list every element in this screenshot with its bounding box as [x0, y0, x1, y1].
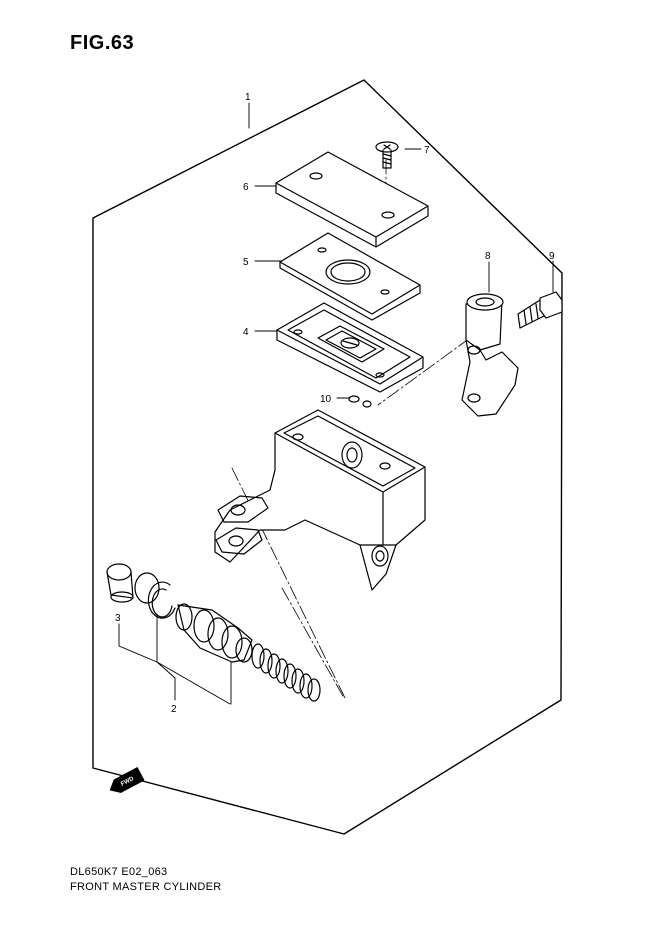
- callout-1: 1: [245, 92, 251, 103]
- small-ring: [348, 395, 372, 408]
- figure-code: DL650K7 E02_063: [70, 866, 168, 878]
- callout-8: 8: [485, 251, 491, 262]
- clamp-bolt: [517, 291, 563, 329]
- callout-3: 3: [115, 613, 121, 624]
- callout-10: 10: [320, 394, 332, 405]
- leader-lines: [118, 102, 554, 705]
- reservoir-plate: [279, 232, 421, 321]
- callout-2: 2: [171, 704, 177, 715]
- forward-direction-icon: FWD: [109, 767, 145, 793]
- dust-boot: [106, 563, 160, 604]
- figure-title: FIG.63: [70, 32, 135, 54]
- spring: [251, 643, 321, 702]
- callout-4: 4: [243, 327, 249, 338]
- reservoir-cap: [275, 151, 429, 248]
- callout-9: 9: [549, 251, 555, 262]
- callout-7: 7: [424, 145, 430, 156]
- callout-labels: 1 2 3 4 5 6 7 8 9 10: [115, 92, 555, 715]
- master-cylinder-body: [214, 409, 426, 591]
- circlip: [147, 581, 176, 619]
- handlebar-clamp: [461, 293, 519, 417]
- figure-name: FRONT MASTER CYLINDER: [70, 881, 222, 893]
- assembly-boundary: [92, 79, 563, 835]
- piston-assembly: [175, 603, 253, 663]
- callout-6: 6: [243, 182, 249, 193]
- callout-5: 5: [243, 257, 249, 268]
- diaphragm: [276, 302, 424, 393]
- cap-screw: [375, 141, 399, 169]
